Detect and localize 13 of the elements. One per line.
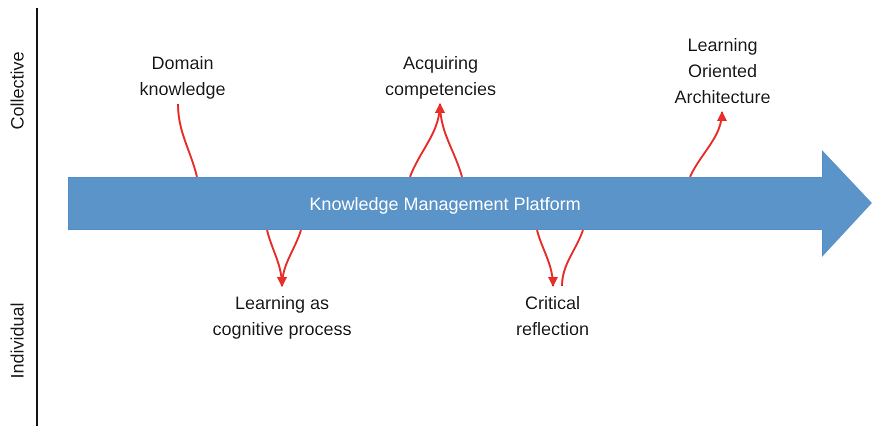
connector-arrow [689, 111, 726, 178]
connector-arrow [277, 230, 302, 287]
connector-arrow [536, 230, 558, 287]
axis-label: Individual [8, 302, 29, 378]
concept-label: Domain knowledge [125, 50, 240, 102]
platform-label: Knowledge Management Platform [308, 193, 582, 216]
connector-arrow [435, 103, 463, 178]
axis-label: Collective [8, 50, 29, 130]
concept-label: Learning as cognitive process [212, 290, 352, 342]
concept-label: Critical reflection [495, 290, 610, 342]
platform-arrow [68, 150, 872, 258]
concept-label: Learning Oriented Architecture [655, 32, 790, 110]
concept-label: Acquiring competencies [368, 50, 513, 102]
